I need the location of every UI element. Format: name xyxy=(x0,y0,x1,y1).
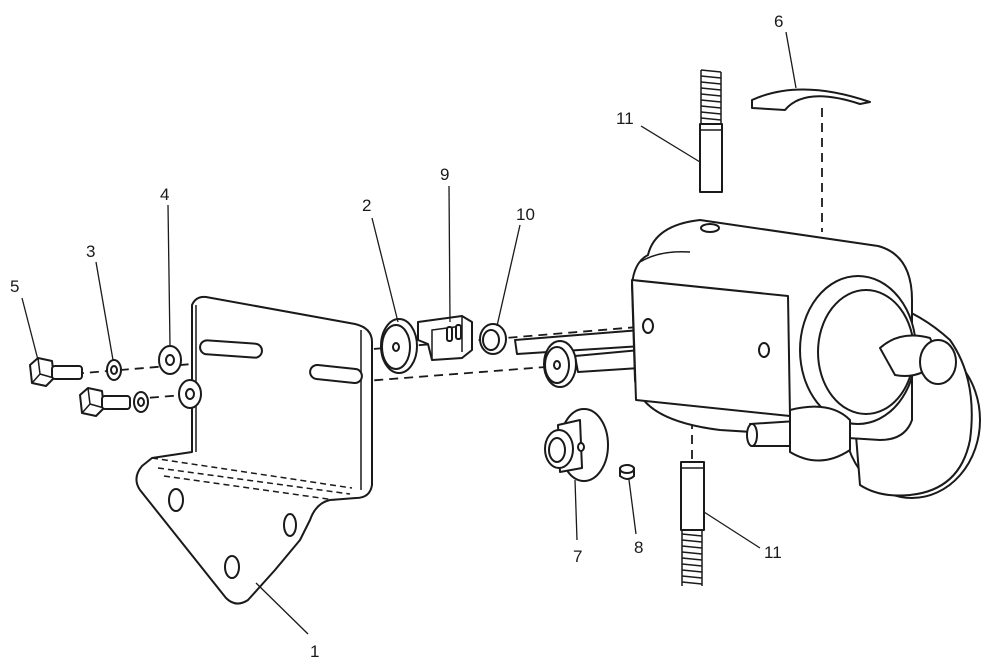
callout-11-top: 11 xyxy=(616,109,634,128)
part-pin xyxy=(619,464,635,480)
callout-1: 1 xyxy=(310,642,319,661)
callout-4: 4 xyxy=(160,185,169,204)
part-lever xyxy=(514,329,643,388)
callout-8: 8 xyxy=(634,538,643,557)
leader-lines xyxy=(21,31,797,635)
part-bolts xyxy=(29,357,131,417)
part-cover-plate xyxy=(751,88,871,111)
callout-3: 3 xyxy=(86,242,95,261)
callout-10: 10 xyxy=(516,205,535,224)
part-bracket xyxy=(135,295,373,605)
upper-axis-line xyxy=(59,325,651,376)
callout-7: 7 xyxy=(573,547,582,566)
part-spring-bottom xyxy=(680,461,705,586)
part-flat-washers xyxy=(158,345,202,409)
part-clip-block xyxy=(417,315,473,361)
part-housing xyxy=(631,219,981,499)
callout-labels: 1 2 3 4 5 6 7 8 9 10 11 11 xyxy=(10,12,783,661)
part-bushing xyxy=(544,408,609,482)
callout-6: 6 xyxy=(774,12,783,31)
callout-2: 2 xyxy=(362,196,371,215)
callout-5: 5 xyxy=(10,277,19,296)
part-spring-top xyxy=(699,69,723,193)
callout-9: 9 xyxy=(440,165,449,184)
callout-11-bottom: 11 xyxy=(764,543,782,562)
part-lock-washers xyxy=(106,359,149,413)
part-ring xyxy=(479,323,507,355)
part-disc xyxy=(380,318,418,374)
